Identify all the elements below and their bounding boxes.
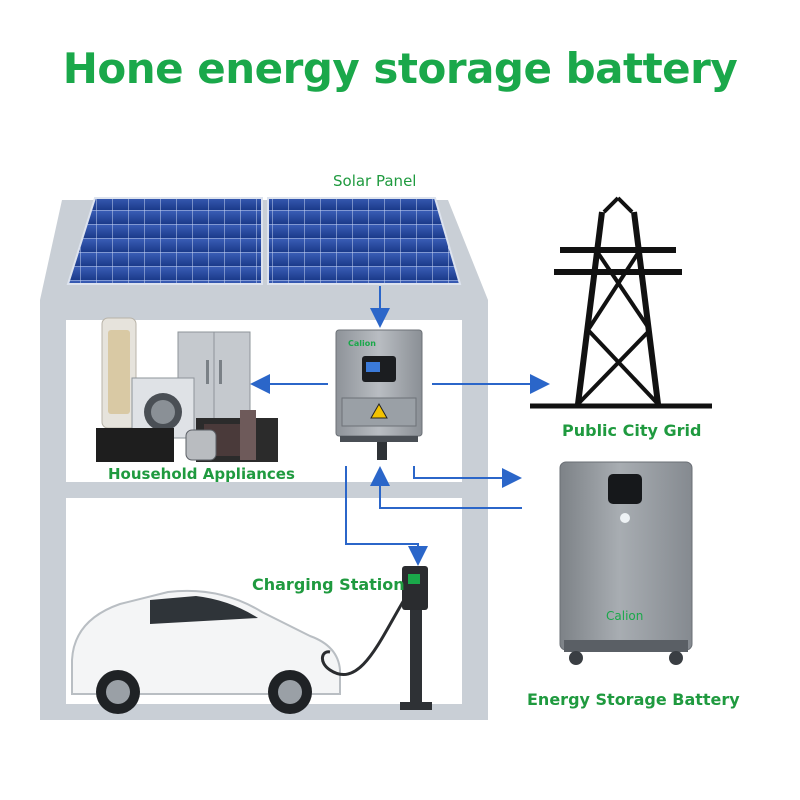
energy-storage-battery-label: Energy Storage Battery bbox=[527, 690, 740, 709]
solar-panel-label: Solar Panel bbox=[333, 172, 417, 190]
arrow-inverter-to-battery bbox=[413, 466, 522, 488]
power-tower-icon bbox=[530, 196, 712, 409]
public-city-grid-label: Public City Grid bbox=[562, 421, 702, 440]
flow-arrows bbox=[250, 286, 550, 566]
diagram-title: Hone energy storage battery bbox=[62, 44, 738, 93]
battery-brand-label: Calion bbox=[606, 609, 643, 623]
inverter-brand-label: Calion bbox=[348, 339, 376, 348]
energy-storage-battery-icon bbox=[559, 461, 693, 665]
electric-car-icon bbox=[71, 589, 341, 714]
charging-station-icon bbox=[321, 566, 432, 710]
arrow-battery-to-inverter bbox=[370, 466, 522, 509]
household-appliances-icon bbox=[96, 317, 278, 462]
household-appliances-label: Household Appliances bbox=[108, 465, 295, 483]
arrow-inverter-to-charger bbox=[345, 466, 428, 566]
charging-station-label: Charging Station bbox=[252, 575, 405, 594]
solar-panel-icon bbox=[66, 197, 462, 285]
inverter-icon bbox=[335, 329, 423, 460]
